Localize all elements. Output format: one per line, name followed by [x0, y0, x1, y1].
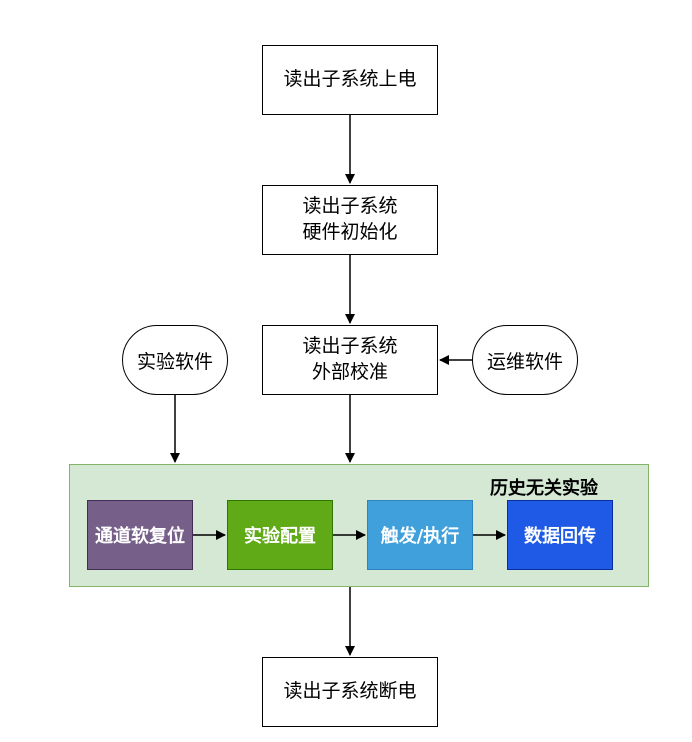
step-channel-soft-reset: 通道软复位 — [87, 500, 193, 570]
power-on-node: 读出子系统上电 — [262, 45, 438, 115]
power-on-label: 读出子系统上电 — [283, 68, 417, 91]
ops-software-label: 运维软件 — [486, 350, 563, 373]
hardware-init-label-line1: 读出子系统 — [302, 195, 398, 218]
hardware-init-label-line2: 硬件初始化 — [302, 221, 398, 243]
step-data-return: 数据回传 — [507, 500, 613, 570]
experiment-software-node: 实验软件 — [122, 325, 228, 395]
hardware-init-node: 读出子系统 硬件初始化 — [262, 185, 438, 255]
step-label: 触发/执行 — [380, 526, 460, 547]
ops-software-node: 运维软件 — [472, 325, 578, 395]
step-label: 实验配置 — [244, 526, 316, 547]
group-title: 历史无关实验 — [490, 478, 598, 499]
step-experiment-config: 实验配置 — [227, 500, 333, 570]
external-calibration-label-line1: 读出子系统 — [302, 335, 398, 358]
external-calibration-label-line2: 外部校准 — [311, 361, 388, 383]
external-calibration-node: 读出子系统 外部校准 — [262, 325, 438, 395]
power-off-label: 读出子系统断电 — [283, 680, 417, 703]
experiment-software-label: 实验软件 — [136, 350, 213, 373]
step-label: 数据回传 — [524, 526, 596, 547]
step-label: 通道软复位 — [95, 526, 185, 547]
step-trigger-execute: 触发/执行 — [367, 500, 473, 570]
power-off-node: 读出子系统断电 — [262, 657, 438, 727]
